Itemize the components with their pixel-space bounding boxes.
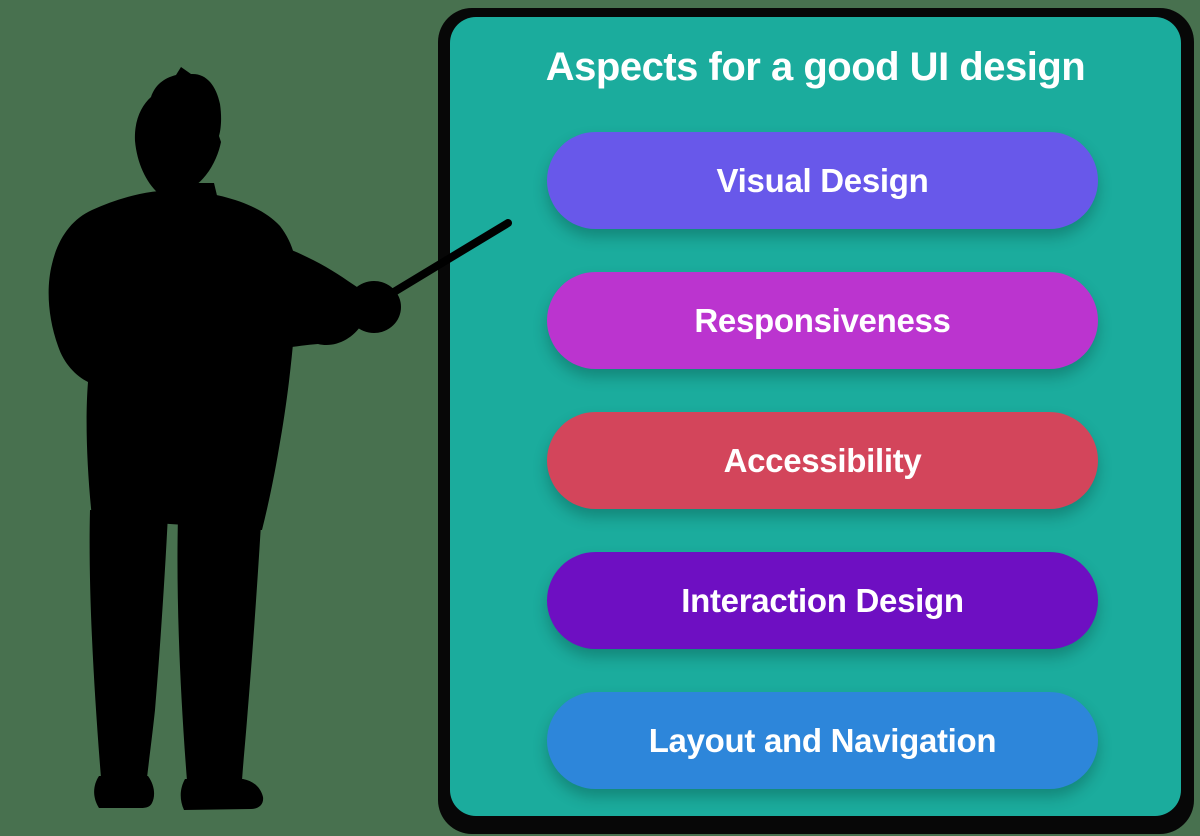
aspect-pill-label: Accessibility [723, 441, 922, 479]
presentation-board: Aspects for a good UI design Visual Desi… [450, 17, 1181, 816]
presenter-right-shoe [180, 779, 264, 810]
presenter-right-leg [177, 516, 261, 781]
board-title: Aspects for a good UI design [545, 45, 1086, 89]
aspect-pill-label: Responsiveness [694, 301, 951, 339]
aspect-pill-responsiveness[interactable]: Responsiveness [547, 272, 1098, 369]
presenter-left-leg [89, 510, 168, 778]
presenter-neck [162, 183, 220, 208]
aspect-pill-visual-design[interactable]: Visual Design [547, 132, 1098, 229]
aspect-list: Visual Design Responsiveness Accessibili… [450, 132, 1181, 789]
presenter-arm [241, 238, 366, 353]
presentation-board-frame: Aspects for a good UI design Visual Desi… [438, 8, 1194, 834]
presenter-torso [48, 189, 298, 531]
presenter-fist [347, 281, 401, 333]
aspect-pill-label: Visual Design [716, 161, 929, 199]
aspect-pill-label: Layout and Navigation [648, 721, 997, 759]
aspect-pill-layout-navigation[interactable]: Layout and Navigation [547, 692, 1098, 789]
presenter-left-shoe [94, 776, 155, 808]
presenter-head [134, 67, 222, 193]
aspect-pill-label: Interaction Design [681, 581, 964, 619]
aspect-pill-accessibility[interactable]: Accessibility [547, 412, 1098, 509]
aspect-pill-interaction-design[interactable]: Interaction Design [547, 552, 1098, 649]
